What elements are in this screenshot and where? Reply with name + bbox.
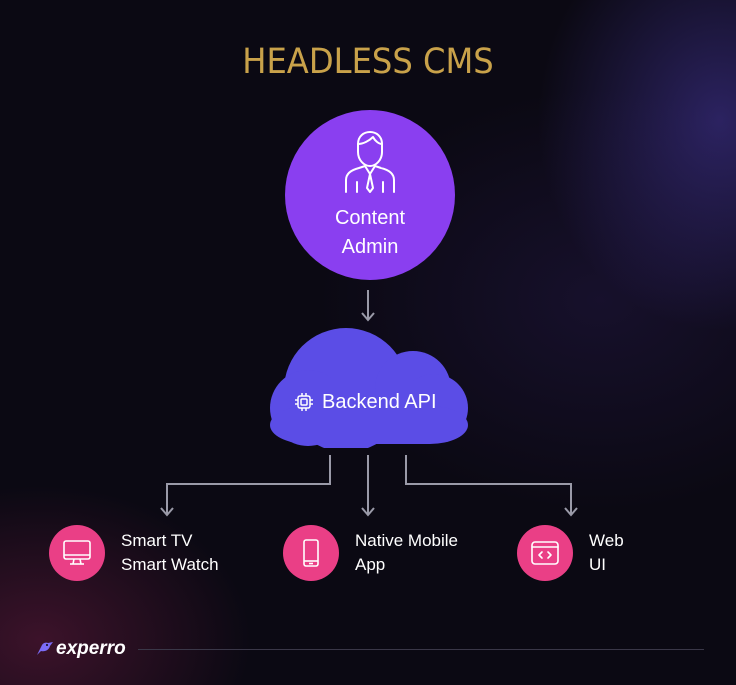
web-ui-line1: Web [589, 531, 624, 550]
web-ui-node: Web UI [517, 525, 624, 581]
content-admin-label: Content Admin [285, 204, 455, 262]
api-to-smart-tv-arrow [160, 455, 331, 517]
experro-logo[interactable]: experro [36, 638, 126, 660]
backend-api-label: Backend API [322, 390, 437, 413]
diagram-title: HEADLESS CMS [242, 42, 494, 82]
browser-code-icon [531, 541, 559, 565]
native-mobile-line2: App [355, 555, 386, 574]
web-ui-label: Web UI [589, 529, 624, 577]
backend-api-label-row: Backend API [294, 389, 437, 415]
content-admin-line2: Admin [341, 236, 399, 258]
smart-tv-line1: Smart TV [121, 531, 193, 550]
backend-api-cloud [270, 328, 468, 448]
admin-to-api-arrow [361, 290, 375, 322]
content-admin-node: Content Admin [285, 110, 455, 280]
api-to-mobile-arrow [361, 455, 375, 517]
bird-logo-icon [37, 642, 53, 655]
mobile-icon [303, 539, 319, 567]
native-mobile-icon-circle [283, 525, 339, 581]
native-mobile-label: Native Mobile App [355, 529, 458, 577]
native-mobile-node: Native Mobile App [283, 525, 458, 581]
smart-tv-label: Smart TV Smart Watch [121, 529, 219, 577]
native-mobile-line1: Native Mobile [355, 531, 458, 550]
web-ui-icon-circle [517, 525, 573, 581]
smart-tv-node: Smart TV Smart Watch [49, 525, 219, 581]
content-admin-line1: Content [334, 207, 406, 229]
smart-tv-line2: Smart Watch [121, 555, 219, 574]
monitor-icon [63, 540, 91, 565]
api-to-web-arrow [405, 455, 578, 517]
footer-divider [138, 649, 704, 650]
user-icon [345, 131, 395, 193]
web-ui-line2: UI [589, 555, 606, 574]
smart-tv-icon-circle [49, 525, 105, 581]
brand-name: experro [56, 638, 126, 659]
chip-icon [295, 393, 313, 411]
